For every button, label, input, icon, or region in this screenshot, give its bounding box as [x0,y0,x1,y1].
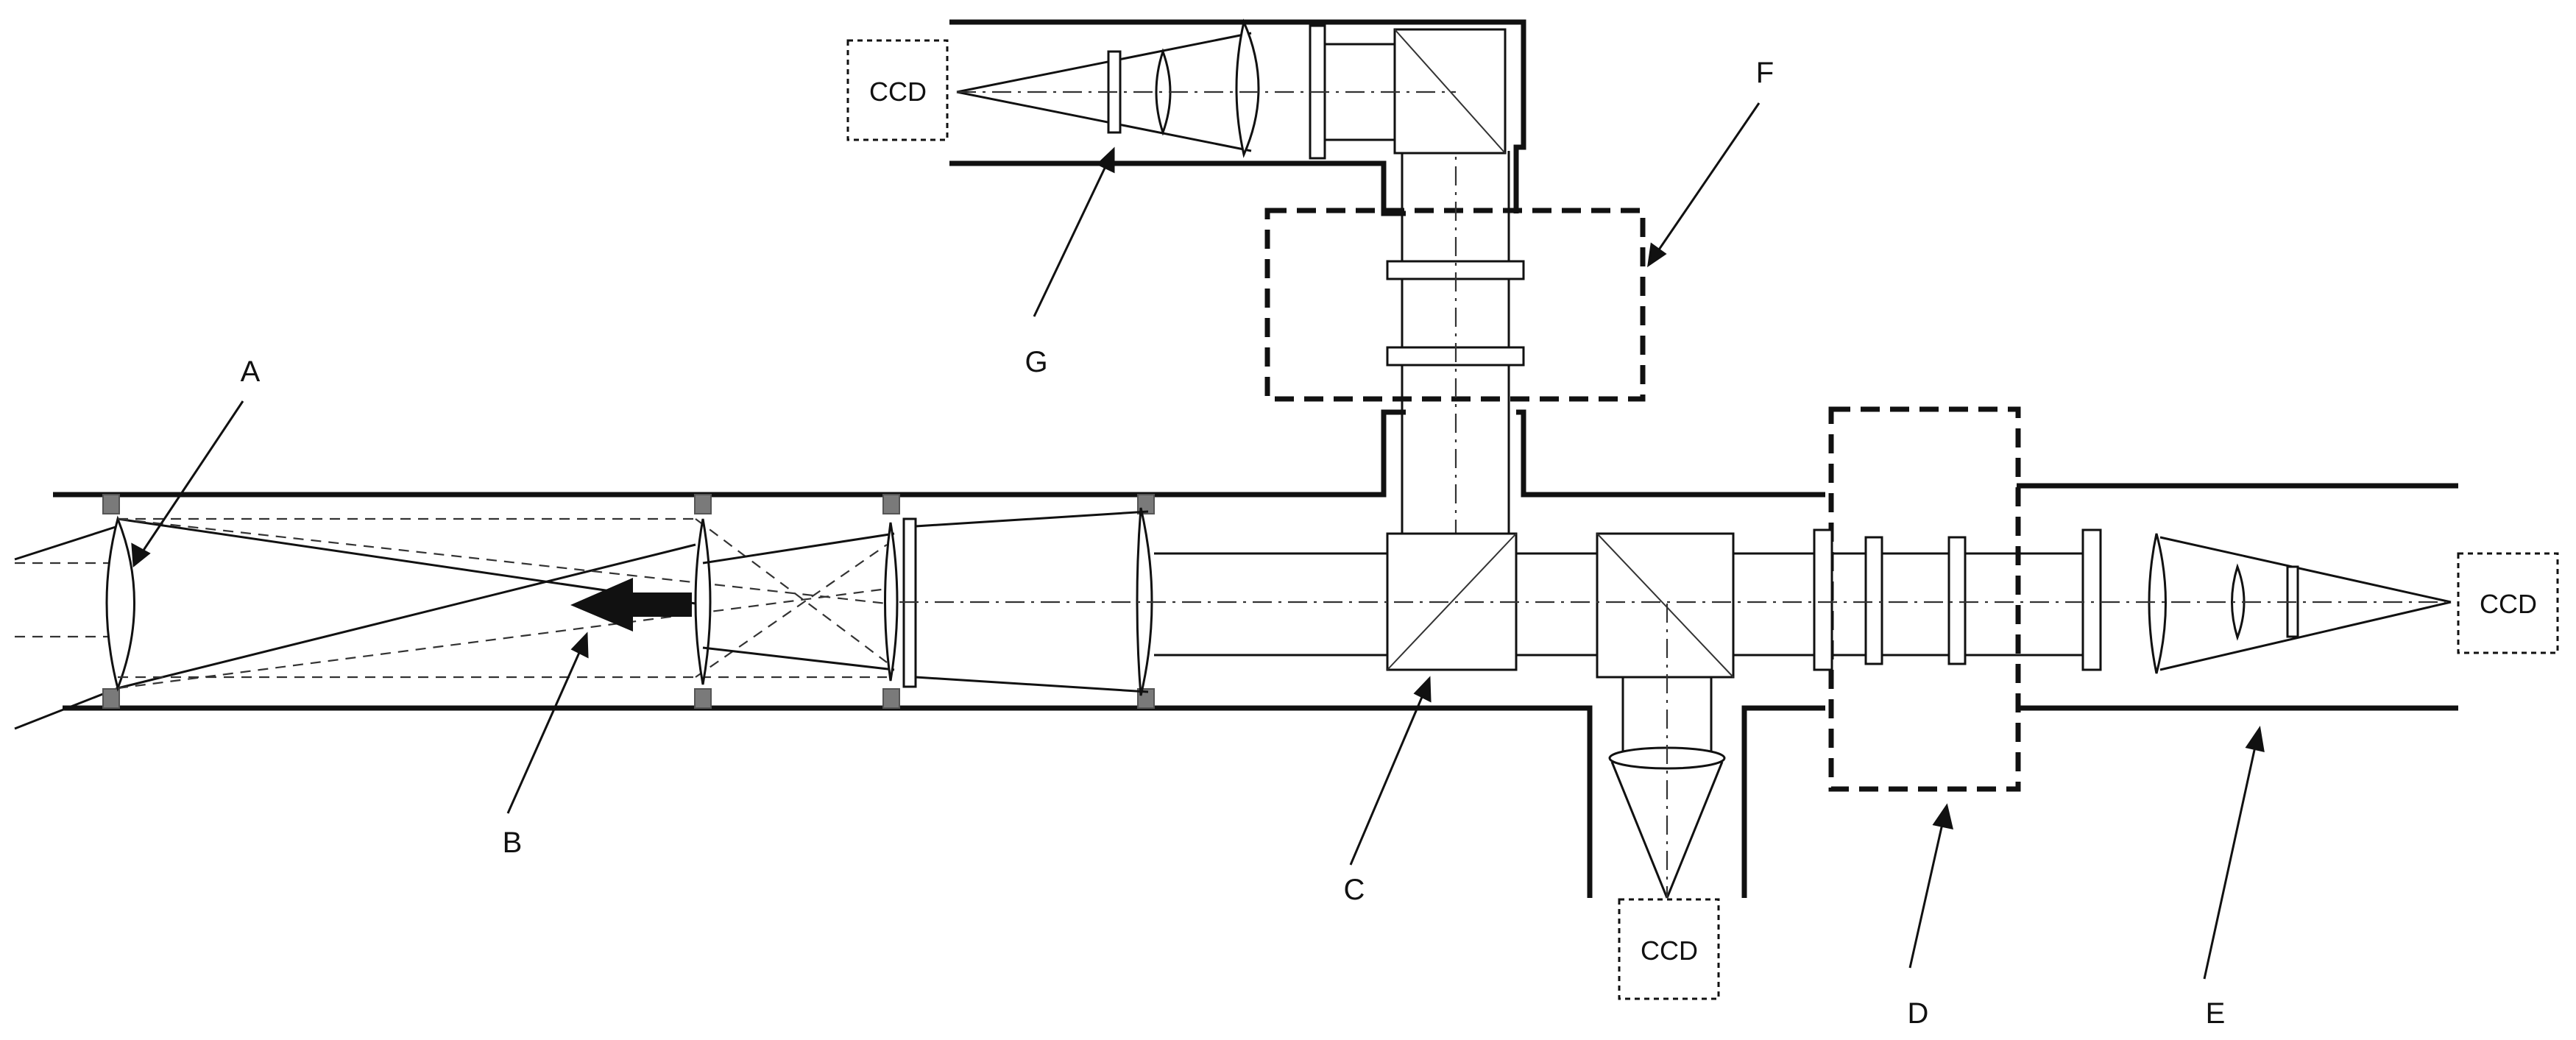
ccd-right: CCD [2457,552,2559,654]
window-d3 [1947,536,1967,665]
small-lens [1155,48,1172,136]
motion-arrow [570,578,692,632]
movable-lens [694,518,712,685]
focusing-lens [2148,533,2167,674]
ccd-label-right: CCD [2480,589,2537,619]
window-d1 [1813,528,1833,671]
beam-splitter-down [1596,532,1735,899]
callout-leaders [131,102,2265,980]
ccd-top: CCD [846,39,949,141]
right-arm-optics [899,528,2452,674]
relay-lens [1136,507,1153,696]
callout-d: D [1908,997,1929,1030]
ccd-bottom: CCD [1618,898,1720,1000]
housing-walls [53,19,2458,898]
biconvex-lens [1235,18,1260,158]
callout-b: B [503,827,523,859]
window-e1 [2081,528,2102,671]
module-box-d [1828,406,2021,792]
callout-f: F [1756,57,1774,89]
ccd-label-bottom: CCD [1641,935,1698,966]
objective-section [14,494,1395,730]
callout-g: G [1025,346,1047,378]
callout-a: A [241,355,261,388]
callout-c: C [1344,874,1365,906]
small-lens [2231,563,2246,641]
callout-e: E [2206,997,2226,1030]
window-d2 [1864,536,1883,665]
field-lens [884,522,899,682]
objective-lens-a [105,515,135,692]
ccd-label-top: CCD [869,77,927,107]
top-arm-optics [956,18,1507,160]
